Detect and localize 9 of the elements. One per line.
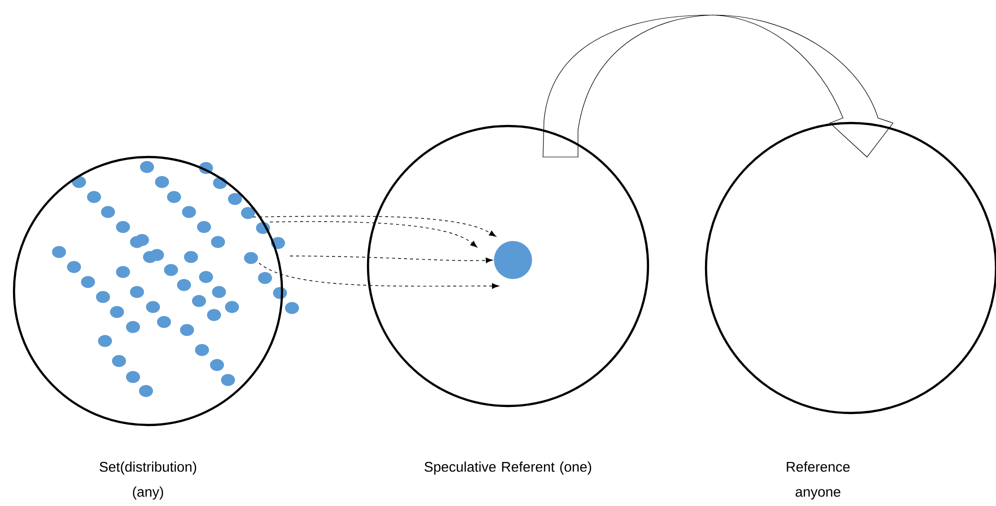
circle-caption: Set(distribution) (any) — [100, 462, 196, 500]
dashed-arrow — [270, 221, 478, 248]
filled-circle — [494, 241, 532, 279]
dashed-arrow — [258, 262, 499, 289]
curved-block-arrow — [542, 14, 894, 158]
dashed-arrow — [252, 216, 496, 237]
circle-caption: Speculative Referent (one) — [424, 462, 592, 475]
circle-caption: Reference anyone — [786, 462, 850, 500]
dashed-arrow — [290, 256, 493, 264]
